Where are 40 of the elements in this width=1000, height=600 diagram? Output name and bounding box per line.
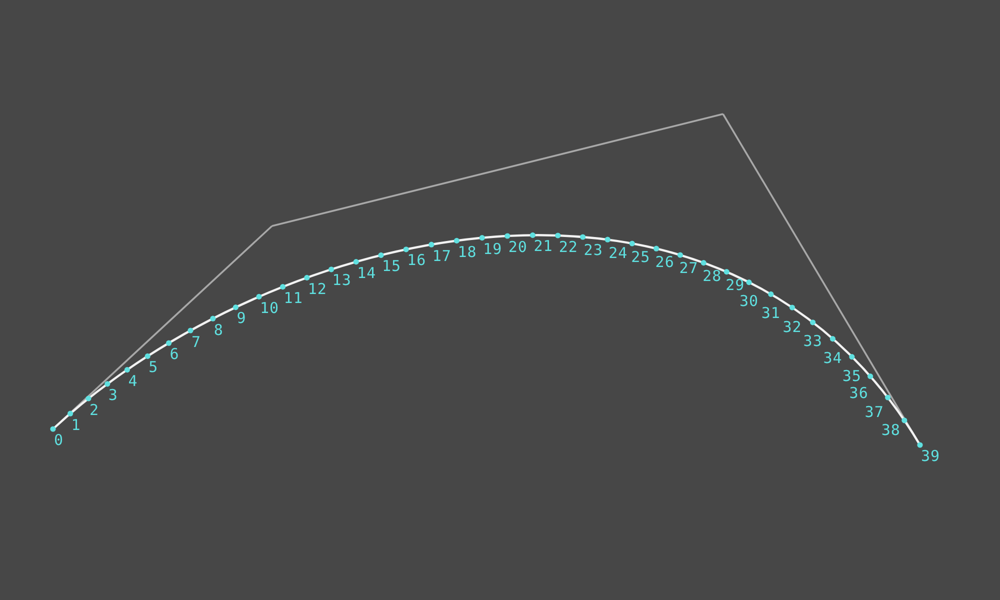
point-number: 8 [214,322,224,338]
point-number: 20 [508,240,528,255]
point-number: 28 [702,268,722,284]
point-number: 7 [192,334,202,350]
point-number: 36 [849,386,868,402]
point-number: 19 [483,242,502,257]
point-number: 27 [679,261,698,276]
point-number: 22 [558,240,578,254]
point-number: 38 [881,423,900,438]
point-number: 18 [458,244,477,260]
point-number: 9 [236,311,246,326]
point-number: 4 [128,374,138,389]
point-number: 14 [357,266,376,281]
point-number: 17 [432,248,452,264]
point-number: 31 [761,306,780,322]
point-number: 34 [823,350,842,366]
point-number: 32 [782,320,802,334]
point-number: 23 [584,243,603,258]
point-number: 11 [284,290,303,306]
point-number: 5 [148,360,158,376]
point-number: 33 [803,334,822,350]
point-number: 16 [407,253,426,268]
point-number: 1 [71,418,81,433]
point-number: 10 [260,300,280,316]
point-number: 13 [332,273,352,288]
point-number: 30 [740,294,759,310]
point-number: 26 [655,254,674,270]
point-number: 0 [54,433,64,448]
point-number: 24 [608,246,628,261]
point-number: 37 [864,404,884,420]
point-number: 21 [534,239,553,254]
point-number: 2 [90,402,100,418]
point-number: 6 [170,347,180,362]
point-number: 12 [308,282,327,297]
point-number: 29 [726,278,745,293]
point-number: 25 [631,250,650,264]
point-number: 39 [921,449,940,464]
point-number: 35 [842,368,862,384]
point-number: 15 [382,259,402,274]
point-number: 3 [108,388,118,403]
